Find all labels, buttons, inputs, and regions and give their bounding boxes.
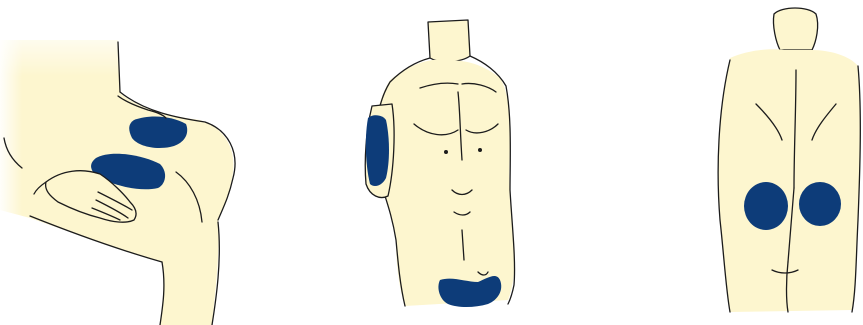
injection-site-buttock-right (799, 182, 841, 226)
back-head (773, 8, 817, 50)
nipple-right (478, 148, 482, 152)
torso (374, 60, 514, 306)
figure-seated-side (0, 20, 235, 325)
nipple-left (444, 150, 448, 154)
injection-site-upper-arm (366, 115, 389, 186)
figure-back (718, 8, 860, 312)
injection-site-buttock-left (744, 182, 788, 230)
neck (428, 20, 470, 62)
figure-front-torso (365, 20, 515, 307)
